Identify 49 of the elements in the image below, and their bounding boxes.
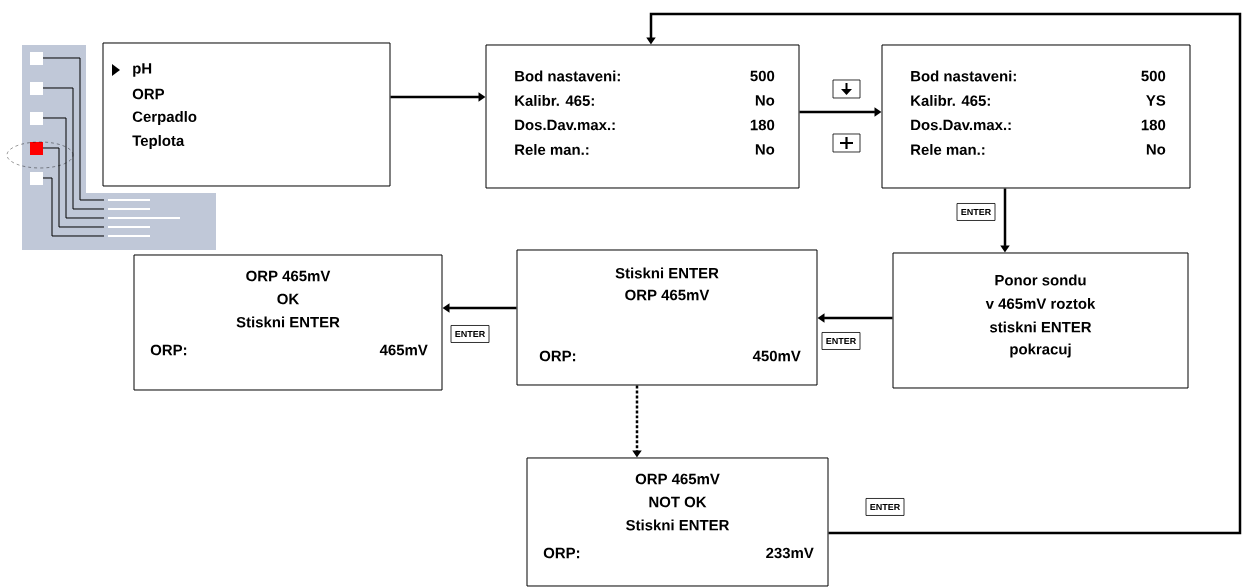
display-line: Stiskni ENTER: [626, 519, 730, 531]
field-value: No: [755, 144, 775, 155]
enter-key: ENTER: [865, 498, 905, 516]
display-line: Stiskni ENTER: [236, 316, 340, 328]
field-value: 180: [1141, 119, 1166, 131]
field-value: 450mV: [752, 350, 801, 362]
field-name: ORP:: [543, 547, 580, 559]
field-name: Kalibr. 465:: [911, 95, 990, 106]
field-value: 500: [1141, 70, 1166, 82]
field-name: Rele man.:: [515, 144, 589, 155]
enter-key: ENTER: [821, 332, 861, 350]
field-value: 180: [750, 119, 775, 131]
field-value: 465mV: [379, 344, 428, 356]
field-name: Dos.Dav.max.:: [515, 119, 615, 131]
enter-key: ENTER: [956, 203, 996, 221]
display-screen: [892, 252, 1189, 389]
display-line: stiskni ENTER: [989, 321, 1092, 333]
display-line: OK: [277, 293, 300, 305]
field-value: 233mV: [766, 547, 814, 559]
display-screen: [516, 249, 818, 386]
field-value: No: [755, 95, 775, 106]
enter-key: ENTER: [450, 325, 490, 343]
field-name: Bod nastaveni:: [515, 70, 620, 82]
display-line: ORP 465mV: [625, 289, 710, 301]
menu-item: Cerpadlo: [132, 111, 197, 125]
field-name: Bod nastaveni:: [911, 70, 1016, 82]
field-value: 500: [750, 70, 775, 82]
menu-item: pH: [133, 63, 152, 77]
display-screen: [133, 254, 443, 391]
display-line: pokracuj: [1010, 343, 1071, 358]
display-screen: [102, 42, 391, 187]
field-name: Dos.Dav.max.:: [911, 119, 1011, 131]
display-line: v 465mV roztok: [985, 298, 1096, 309]
display-line: ORP 465mV: [635, 473, 720, 485]
field-name: Rele man.:: [911, 144, 985, 155]
display-screen: [485, 44, 800, 189]
display-line: Ponor sondu: [995, 274, 1086, 286]
display-screen: [881, 44, 1191, 189]
menu-item: Teplota: [132, 135, 185, 149]
display-line: Stiskni ENTER: [615, 267, 719, 279]
field-name: Kalibr. 465:: [515, 95, 594, 106]
field-value: No: [1146, 144, 1166, 155]
field-name: ORP:: [539, 350, 576, 362]
menu-item: ORP: [132, 88, 165, 100]
display-screen: [526, 457, 829, 587]
display-line: ORP 465mV: [246, 270, 331, 282]
display-line: NOT OK: [649, 496, 707, 508]
field-value: YS: [1146, 95, 1166, 106]
field-name: ORP:: [150, 344, 187, 356]
